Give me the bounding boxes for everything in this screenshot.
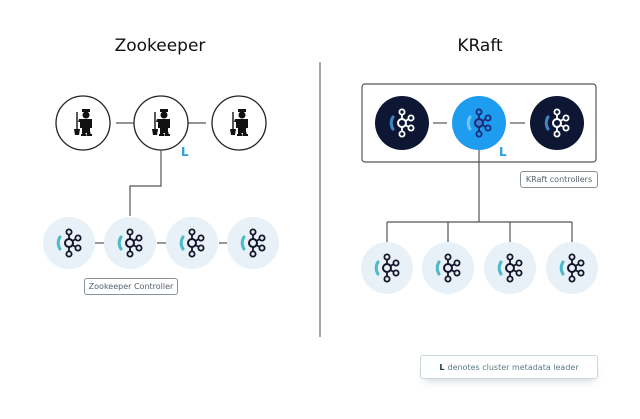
- kraft-broker-4: [546, 242, 598, 294]
- legend-text: denotes cluster metadata leader: [447, 362, 579, 372]
- kraft-broker-1: [361, 242, 413, 294]
- zookeeper-node-2: [133, 95, 189, 151]
- kraft-controller-2: [452, 96, 506, 150]
- kraft-broker-2: [422, 242, 474, 294]
- zk-broker-3: [166, 217, 218, 269]
- kraft-broker-3: [484, 242, 536, 294]
- leader-legend: L denotes cluster metadata leader: [420, 355, 598, 379]
- zk-to-controller-link: [129, 150, 162, 216]
- legend-leader-mark: L: [439, 362, 445, 372]
- kraft-leader-mark: L: [499, 145, 507, 159]
- zk-broker-2: [104, 217, 156, 269]
- zookeeper-title: Zookeeper: [114, 36, 206, 56]
- zk-broker-1: [43, 217, 95, 269]
- zookeeper-controller-label: Zookeeper Controller: [84, 278, 178, 295]
- kraft-controller-1: [375, 96, 429, 150]
- kraft-controllers-label: KRaft controllers: [520, 171, 598, 188]
- kraft-title: KRaft: [457, 36, 503, 56]
- zookeeper-leader-mark: L: [181, 145, 189, 159]
- zookeeper-node-1: [55, 95, 111, 151]
- kraft-controller-3: [530, 96, 584, 150]
- zk-broker-4: [227, 217, 279, 269]
- zookeeper-node-3: [211, 95, 267, 151]
